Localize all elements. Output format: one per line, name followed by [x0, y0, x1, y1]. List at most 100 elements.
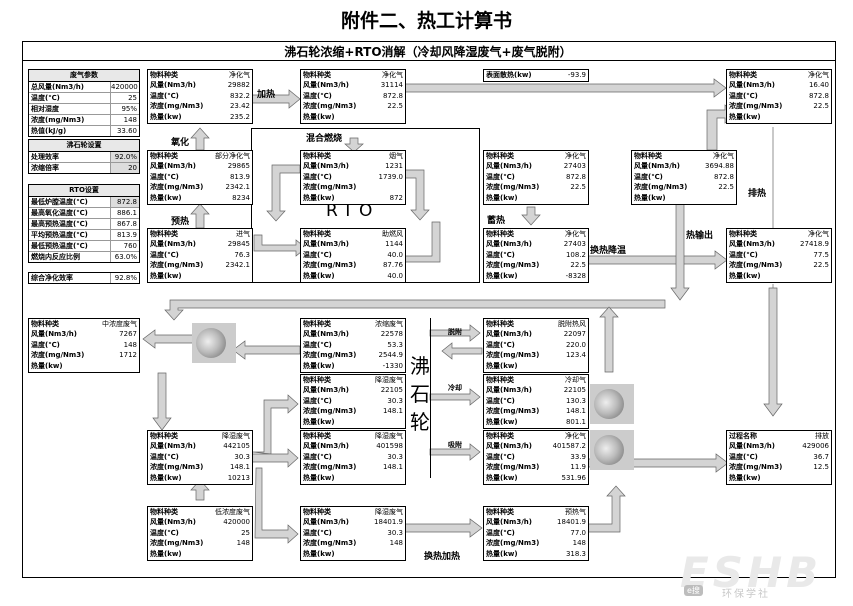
box-row-value: 18401.9	[374, 518, 403, 527]
box-row-key: 浓度(mg/Nm3)	[729, 102, 783, 111]
box-field-key: 物料种类	[303, 229, 331, 238]
label-mix-burn: 混合燃烧	[306, 134, 343, 144]
arrow-jsf4-yr	[403, 518, 483, 538]
param-key: 最高预热温度(℃)	[29, 219, 111, 229]
label-heat-output: 热输出	[686, 231, 714, 241]
box-field-key: 物料种类	[486, 319, 514, 328]
wheel-char: 石	[410, 382, 430, 406]
box-row-value: 832.2	[229, 91, 250, 100]
wheel-label: 沸 石 轮	[407, 352, 433, 436]
label-adsorb: 吸附	[448, 441, 462, 449]
box-row-key: 热量(kw)	[150, 473, 182, 482]
box-type: 降湿废气	[375, 431, 403, 440]
box-field-key: 物料种类	[150, 70, 178, 79]
param-value: 33.60	[116, 127, 137, 135]
box-type: 净化气	[808, 70, 829, 79]
label-storage: 蓄热	[487, 216, 506, 226]
box-row-key: 浓度(mg/Nm3)	[150, 261, 204, 270]
box-row-value: 420000	[223, 518, 250, 527]
box-row-value: 7267	[119, 330, 137, 339]
box-row-key: 温度(℃)	[303, 250, 332, 259]
box-row-key: 热量(kw)	[486, 417, 518, 426]
box-row-key: 温度(℃)	[303, 340, 332, 349]
param-key: 温度(℃)	[29, 93, 111, 103]
label-heat-exhaust: 排热	[748, 189, 767, 199]
box-row-key: 热量(kw)	[303, 549, 335, 558]
fan-icon	[594, 435, 624, 465]
param-value: 92.8%	[114, 274, 137, 282]
arrow-right-down	[763, 287, 783, 417]
box-row-value: 29845	[227, 240, 250, 249]
box-row-value: 11.9	[570, 463, 586, 472]
box-row-value: -1330	[382, 361, 403, 370]
label-desorb: 脱附	[448, 328, 462, 336]
arrow-return-top	[164, 299, 666, 321]
box-row-key: 温度(℃)	[150, 452, 179, 461]
box-row-key: 热量(kw)	[303, 193, 335, 202]
box-row-value: 12.5	[813, 463, 829, 472]
box-row-key: 浓度(mg/Nm3)	[150, 183, 204, 192]
arrow-split-right	[251, 448, 299, 468]
box-row-key: 热量(kw)	[486, 361, 518, 370]
watermark-logo: ESHB	[680, 548, 823, 597]
box-row-value: 30.3	[387, 396, 403, 405]
box-row-value: 235.2	[229, 112, 250, 121]
box-field-key: 物料种类	[486, 507, 514, 516]
box-row-key: 风量(Nm3/h)	[486, 162, 532, 171]
box-row-key: 热量(kw)	[150, 549, 182, 558]
box-row-key: 风量(Nm3/h)	[303, 162, 349, 171]
box-row-key: 温度(℃)	[486, 172, 515, 181]
surface-loss-key: 表面散热(kw)	[486, 70, 532, 79]
box-row-value: 27418.9	[800, 240, 829, 249]
box-row-value: 148.1	[229, 463, 250, 472]
arrow-oxid-up	[190, 127, 210, 151]
arrow-mix-down	[344, 137, 364, 153]
title-divider	[22, 60, 835, 61]
box-field-key: 物料种类	[303, 375, 331, 384]
box-type: 净化气	[713, 151, 734, 160]
box-field-key: 物料种类	[303, 507, 331, 516]
box-row-key: 热量(kw)	[303, 417, 335, 426]
arrow-rto-left	[266, 164, 301, 222]
box-type: 烟气	[389, 151, 403, 160]
box-row-value: 1739.0	[378, 172, 404, 181]
param-key: 相对湿度	[29, 104, 111, 114]
param-key: 总风量(Nm3/h)	[29, 82, 111, 92]
box-row-value: 148.1	[382, 463, 403, 472]
box-row-value: 148	[572, 539, 586, 548]
wheel-char: 轮	[410, 410, 430, 434]
box-row-value: 442105	[223, 442, 250, 451]
box-row-key: 热量(kw)	[634, 193, 666, 202]
box-row-key: 温度(℃)	[150, 528, 179, 537]
box-row-value: 77.5	[813, 250, 829, 259]
box-row-value: 53.3	[387, 340, 403, 349]
box-row-key: 热量(kw)	[150, 193, 182, 202]
box-row-key: 温度(℃)	[486, 528, 515, 537]
box-row-key: 温度(℃)	[303, 172, 332, 181]
box-row-key: 浓度(mg/Nm3)	[303, 463, 357, 472]
box-row-key: 浓度(mg/Nm3)	[303, 539, 357, 548]
box-row-value: 22.5	[718, 183, 734, 192]
box-row-key: 风量(Nm3/h)	[486, 330, 532, 339]
box-type: 降湿废气	[375, 507, 403, 516]
box-field-key: 物料种类	[634, 151, 662, 160]
box-field-key: 物料种类	[303, 431, 331, 440]
box-row-value: 22097	[563, 330, 586, 339]
page-title: 附件二、热工计算书	[340, 10, 512, 32]
box-row-key: 热量(kw)	[486, 473, 518, 482]
box-row-key: 风量(Nm3/h)	[634, 162, 680, 171]
box-row-key: 热量(kw)	[303, 271, 335, 280]
box-row-key: 温度(℃)	[729, 250, 758, 259]
param-key: 最高氧化温度(℃)	[29, 208, 111, 218]
param-value: 886.1	[116, 209, 137, 217]
box-row-value: 29882	[227, 81, 250, 90]
